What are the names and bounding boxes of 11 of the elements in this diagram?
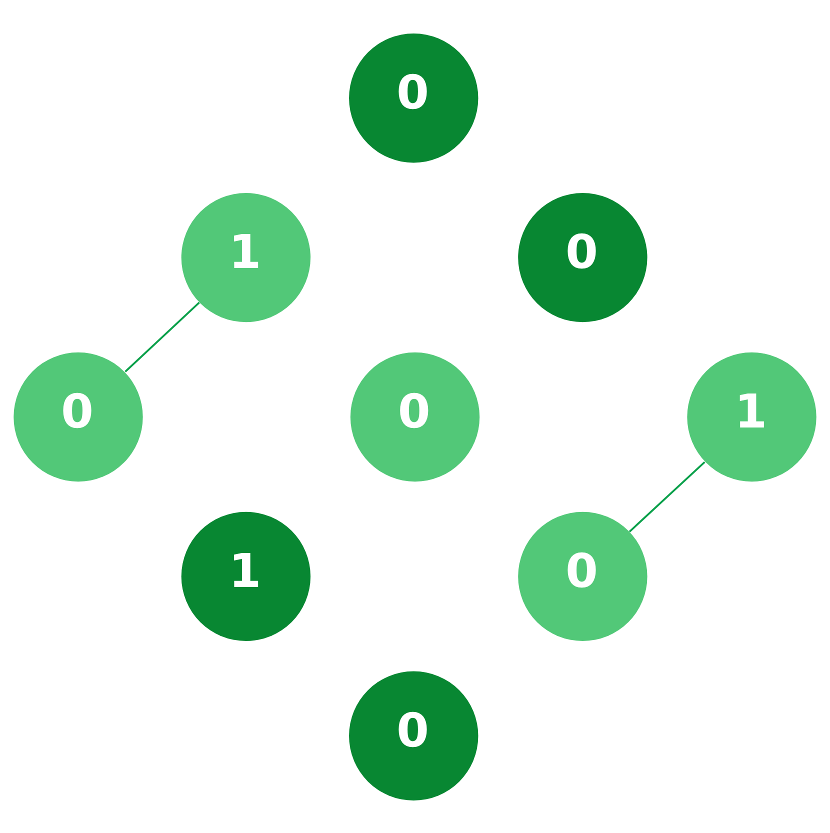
- node-circle: 0: [518, 192, 648, 322]
- connector: [124, 301, 200, 372]
- node-circle: 1: [687, 352, 816, 482]
- node-circle: 1: [181, 192, 311, 322]
- node-circle: 0: [349, 33, 478, 162]
- node-circle: 1: [181, 511, 311, 641]
- node-circle: 0: [350, 352, 480, 482]
- node-circle: 0: [349, 670, 478, 800]
- node-circle: 0: [518, 511, 648, 641]
- node-circle: 0: [14, 352, 143, 482]
- connector: [628, 460, 706, 532]
